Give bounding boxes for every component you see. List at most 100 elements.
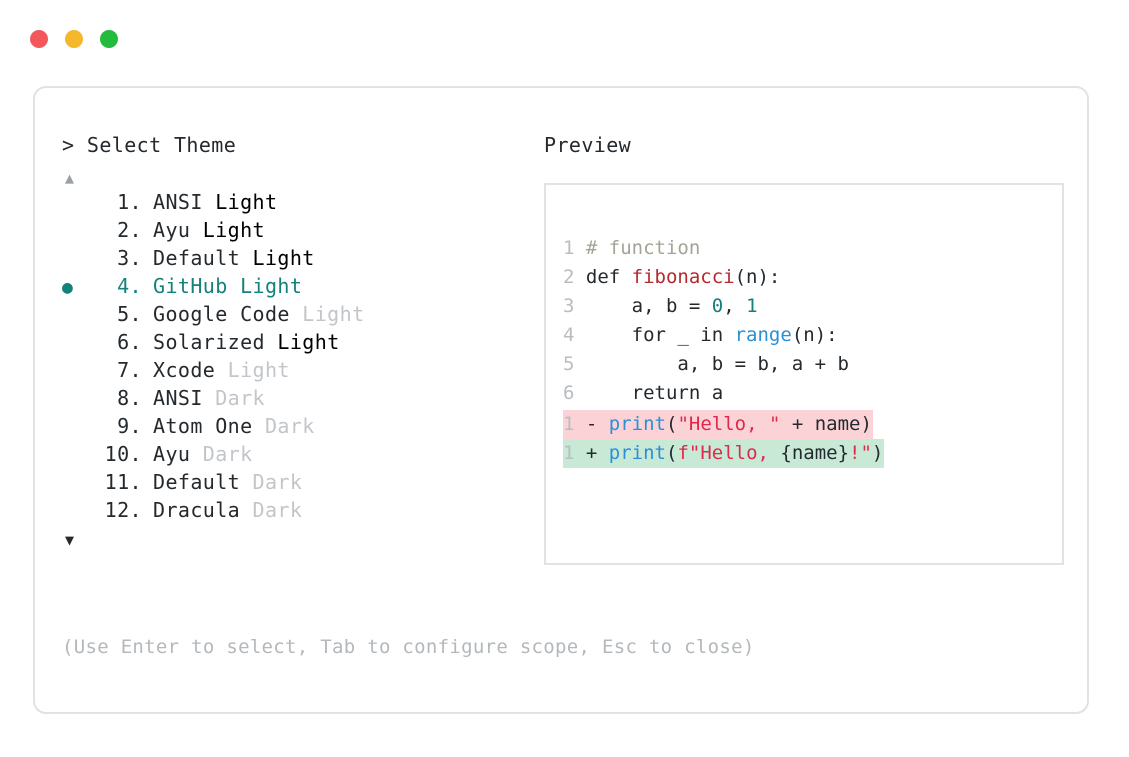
line-number: 2 xyxy=(563,266,586,288)
code-line: 4 for _ in range(n): xyxy=(563,321,849,350)
code-token: "Hello, " xyxy=(677,413,781,435)
theme-item-number: 8. xyxy=(117,386,142,410)
diff-marker: - xyxy=(585,413,609,435)
diff-row: 1 + print(f"Hello, {name}!") xyxy=(563,439,885,468)
code-token: a, b = xyxy=(585,295,712,317)
theme-list-item[interactable]: 9.Atom One Dark xyxy=(62,414,532,442)
theme-item-variant: Light xyxy=(202,190,278,214)
theme-item-variant: Dark xyxy=(240,498,303,522)
code-line: 5 a, b = b, a + b xyxy=(563,350,849,379)
line-number: 1 xyxy=(563,237,586,259)
diff-added-line: 1 + print(f"Hello, {name}!") xyxy=(563,439,885,468)
code-token: 1 xyxy=(746,295,758,317)
theme-list-item[interactable]: 11.Default Dark xyxy=(62,470,532,498)
code-token: ) xyxy=(871,442,884,464)
code-token: a, b = b, a + b xyxy=(585,353,849,375)
theme-item-variant: Dark xyxy=(202,386,265,410)
theme-item-name: Ayu xyxy=(153,442,191,466)
diff-marker: + xyxy=(585,442,609,464)
diff-row: 1 - print("Hello, " + name) xyxy=(563,410,884,439)
code-line: 6 return a xyxy=(563,379,849,408)
code-token: ( xyxy=(665,413,678,435)
theme-list-item[interactable]: 1.ANSI Light xyxy=(62,190,532,218)
theme-item-name: Google Code xyxy=(153,302,290,326)
theme-item-name: Atom One xyxy=(153,414,253,438)
code-token: def xyxy=(585,266,632,288)
theme-list-item[interactable]: 8. ANSI Dark xyxy=(62,386,532,414)
scroll-down-icon[interactable]: ▼ xyxy=(65,531,75,549)
theme-list-item[interactable]: 2. Ayu Light xyxy=(62,218,532,246)
theme-item-number: 5. xyxy=(117,302,142,326)
code-line: 3 a, b = 0, 1 xyxy=(563,292,849,321)
window-traffic-lights xyxy=(30,30,118,48)
code-token: print xyxy=(608,442,666,464)
theme-item-name: Dracula xyxy=(153,498,241,522)
line-number: 1 xyxy=(563,442,586,464)
theme-item-variant: Dark xyxy=(252,414,315,438)
close-dot[interactable] xyxy=(30,30,48,48)
theme-list-item[interactable]: 10. Ayu Dark xyxy=(62,442,532,470)
theme-list-item[interactable]: 5. Google Code Light xyxy=(62,302,532,330)
theme-item-name: Solarized xyxy=(153,330,265,354)
code-token: 0 xyxy=(711,295,724,317)
keyboard-hint: (Use Enter to select, Tab to configure s… xyxy=(62,636,755,658)
theme-item-number: 6. xyxy=(117,330,142,354)
theme-item-name: GitHub xyxy=(153,274,228,298)
code-line: 1 # function xyxy=(563,234,849,263)
theme-item-variant: Light xyxy=(289,302,365,326)
code-token: range xyxy=(734,324,792,346)
line-number: 3 xyxy=(563,295,586,317)
theme-item-name: Xcode xyxy=(153,358,216,382)
theme-item-number: 2. xyxy=(117,218,142,242)
code-token: (n): xyxy=(734,266,781,288)
diff-block: 1 - print("Hello, " + name)1 + print(f"H… xyxy=(563,410,885,468)
theme-item-variant: Dark xyxy=(240,470,303,494)
code-token: !" xyxy=(849,442,872,464)
code-token: # function xyxy=(585,237,701,259)
minimize-dot[interactable] xyxy=(65,30,83,48)
code-token: return a xyxy=(585,382,724,404)
theme-list-item[interactable]: 3. Default Light xyxy=(62,246,532,274)
theme-item-variant: Dark xyxy=(190,442,253,466)
preview-label: Preview xyxy=(544,133,632,157)
theme-item-variant: Light xyxy=(240,246,315,270)
selected-bullet-icon: ● xyxy=(62,277,74,298)
line-number: 4 xyxy=(563,324,586,346)
code-token: (n): xyxy=(791,324,838,346)
code-token: print xyxy=(608,413,666,435)
maximize-dot[interactable] xyxy=(100,30,118,48)
theme-item-name: ANSI xyxy=(153,386,203,410)
line-number: 1 xyxy=(563,413,586,435)
code-token: ( xyxy=(665,442,678,464)
theme-item-number: 1. xyxy=(117,190,142,214)
theme-item-number: 10. xyxy=(104,442,142,466)
theme-item-number: 12. xyxy=(104,498,142,522)
theme-list-item[interactable]: 7.Xcode Light xyxy=(62,358,532,386)
theme-item-variant: Light xyxy=(215,358,290,382)
theme-list-item[interactable]: 12. Dracula Dark xyxy=(62,498,532,526)
line-number: 6 xyxy=(563,382,586,404)
code-token: for _ in xyxy=(585,324,735,346)
diff-removed-line: 1 - print("Hello, " + name) xyxy=(563,410,873,439)
code-token: , xyxy=(723,295,747,317)
theme-list-item[interactable]: 6. Solarized Light xyxy=(62,330,532,358)
theme-item-number: 3. xyxy=(117,246,142,270)
theme-item-variant: Light xyxy=(227,274,303,298)
theme-item-variant: Light xyxy=(264,330,340,354)
theme-item-variant: Light xyxy=(190,218,265,242)
line-number: 5 xyxy=(563,353,586,375)
theme-list-item[interactable]: ●4.GitHub Light xyxy=(62,274,532,302)
theme-item-name: Default xyxy=(153,470,241,494)
code-line: 2 def fibonacci(n): xyxy=(563,263,849,292)
code-token: f"Hello, xyxy=(677,442,781,464)
theme-item-name: Default xyxy=(153,246,241,270)
scroll-up-icon[interactable]: ▲ xyxy=(65,169,75,187)
code-token: + name) xyxy=(780,413,872,435)
theme-item-name: Ayu xyxy=(153,218,191,242)
